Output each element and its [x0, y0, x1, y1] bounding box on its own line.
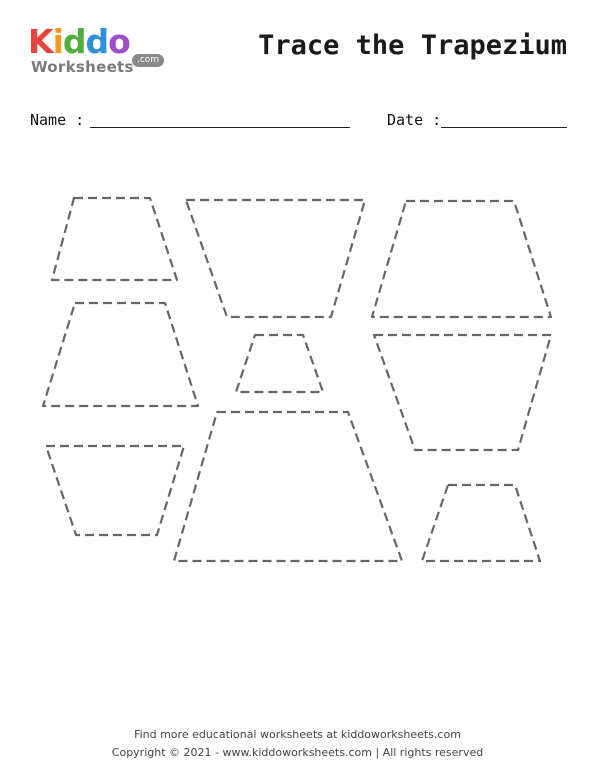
footer-promo: Find more educational worksheets at kidd…	[134, 728, 461, 741]
trapezium-4	[41, 301, 200, 408]
logo-worksheets: Worksheets	[31, 58, 134, 76]
logo-letter: i	[52, 22, 64, 61]
trapezium-9	[420, 483, 542, 563]
name-label: Name :	[30, 111, 85, 129]
trapezium-1	[50, 196, 179, 282]
page-title: Trace the Trapezium	[258, 30, 567, 61]
logo-kiddo: Kiddo	[28, 22, 131, 61]
date-line[interactable]	[441, 127, 567, 128]
trapezium-2	[184, 198, 367, 319]
logo-letter: o	[108, 22, 131, 61]
trapezium-3	[370, 199, 553, 319]
logo-letter: d	[62, 22, 87, 61]
logo: Kiddo Worksheets .com	[28, 24, 168, 80]
trapezium-6	[372, 333, 553, 452]
trapezium-8	[44, 444, 186, 537]
date-label: Date :	[387, 111, 442, 129]
logo-letter: d	[85, 22, 110, 61]
trapezium-7	[172, 410, 404, 563]
name-line[interactable]	[90, 127, 350, 128]
logo-com-badge: .com	[132, 54, 165, 67]
logo-letter: K	[28, 22, 54, 61]
trapezium-5	[234, 333, 325, 394]
footer-copyright: Copyright © 2021 - www.kiddoworksheets.c…	[111, 746, 484, 759]
